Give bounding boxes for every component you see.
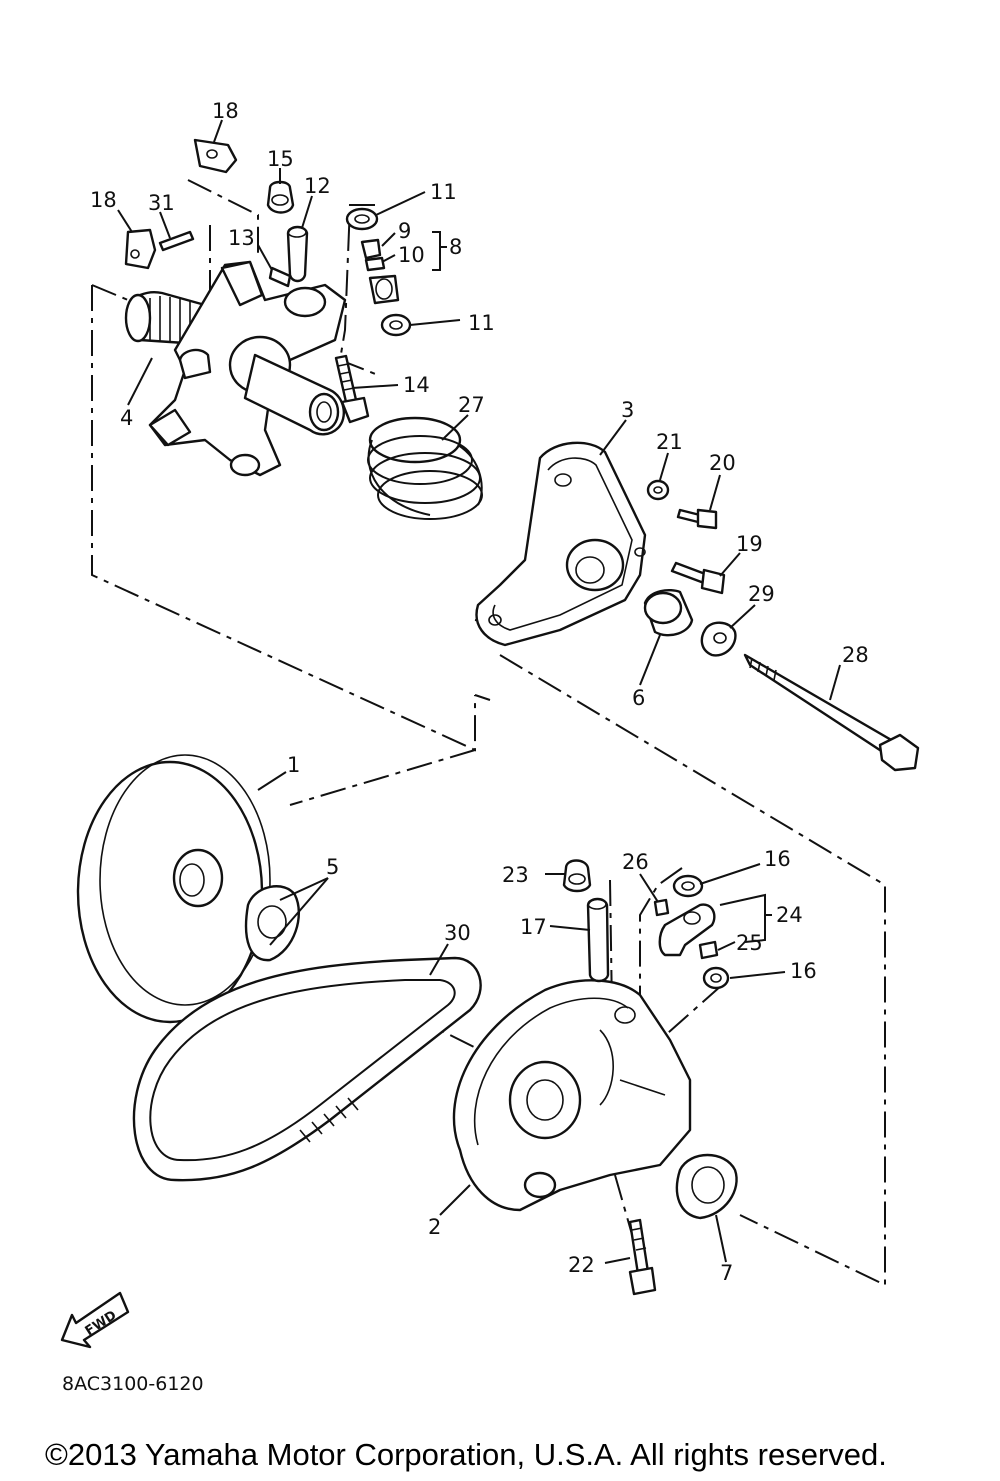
- part-28-long-bolt: [743, 653, 920, 772]
- callout-19: 19: [736, 532, 763, 556]
- callout-10: 10: [398, 243, 425, 267]
- callout-numbers: 18 18 31 15 12 13 11 9 10 8 11 4 14 27 3…: [90, 99, 869, 1285]
- part-7-bushing: [675, 1153, 738, 1220]
- part-11-washer-upper: [345, 207, 379, 231]
- part-16-washer-upper: [672, 874, 704, 898]
- callout-20: 20: [709, 451, 736, 475]
- callout-1: 1: [287, 753, 300, 777]
- callout-21: 21: [656, 430, 683, 454]
- callout-24: 24: [776, 903, 803, 927]
- callout-18a: 18: [212, 99, 239, 123]
- diagram-code: 8AC3100-6120: [62, 1373, 204, 1395]
- callout-28: 28: [842, 643, 869, 667]
- callout-25: 25: [736, 931, 763, 955]
- callout-11b: 11: [468, 311, 495, 335]
- callout-23: 23: [502, 863, 529, 887]
- callout-9: 9: [398, 219, 411, 243]
- callout-22: 22: [568, 1253, 595, 1277]
- part-3-cover: [475, 441, 647, 647]
- part-15-nut: [266, 180, 295, 214]
- callout-4: 4: [120, 406, 133, 430]
- part-5-bushing: [244, 885, 300, 962]
- callout-17: 17: [520, 915, 547, 939]
- part-13-pin: [268, 266, 292, 288]
- callout-3: 3: [621, 398, 634, 422]
- part-9-10-roller-set: [360, 238, 400, 305]
- part-2-movable-sheave: [452, 979, 692, 1212]
- copyright-notice: ©2013 Yamaha Motor Corporation, U.S.A. A…: [45, 1437, 887, 1472]
- callout-16b: 16: [790, 959, 817, 983]
- callout-12: 12: [304, 174, 331, 198]
- part-29-washer: [700, 621, 737, 657]
- part-1-sheave: [76, 754, 271, 1024]
- callout-29: 29: [748, 582, 775, 606]
- callout-15: 15: [267, 147, 294, 171]
- part-19-bolt: [670, 561, 726, 595]
- callout-14: 14: [403, 373, 430, 397]
- callout-8: 8: [449, 235, 462, 259]
- part-6-bushing: [643, 589, 694, 637]
- fwd-arrow-icon: FWD: [60, 1291, 130, 1349]
- callout-5: 5: [326, 855, 339, 879]
- callout-18b: 18: [90, 188, 117, 212]
- part-14-bolt: [334, 354, 370, 424]
- part-23-nut: [562, 859, 592, 893]
- callout-2: 2: [428, 1215, 441, 1239]
- part-18-weight-lower: [124, 228, 157, 270]
- part-25-roller: [698, 940, 719, 960]
- part-17-collar: [586, 897, 610, 983]
- callout-6: 6: [632, 686, 645, 710]
- part-26-pin: [653, 898, 670, 917]
- callout-13: 13: [228, 226, 255, 250]
- part-12-collar: [286, 225, 309, 283]
- part-4-spider-shaft: [124, 260, 347, 477]
- part-30-belt: [132, 956, 482, 1182]
- part-27-spring: [367, 416, 483, 520]
- callout-30: 30: [444, 921, 471, 945]
- part-24-arm: [658, 903, 716, 957]
- callout-11a: 11: [430, 180, 457, 204]
- callout-26: 26: [622, 850, 649, 874]
- part-21-washer: [646, 479, 670, 501]
- part-20-bolt: [676, 508, 718, 530]
- part-11-washer-lower: [380, 313, 412, 337]
- leader-lines: [117, 119, 841, 1264]
- part-16-washer-lower: [702, 966, 730, 990]
- callout-31: 31: [148, 191, 175, 215]
- callout-27: 27: [458, 393, 485, 417]
- callout-7: 7: [720, 1261, 733, 1285]
- part-22-bolt: [628, 1218, 657, 1296]
- part-18-weight-upper: [193, 138, 238, 174]
- callout-16a: 16: [764, 847, 791, 871]
- part-31-pin: [158, 230, 195, 252]
